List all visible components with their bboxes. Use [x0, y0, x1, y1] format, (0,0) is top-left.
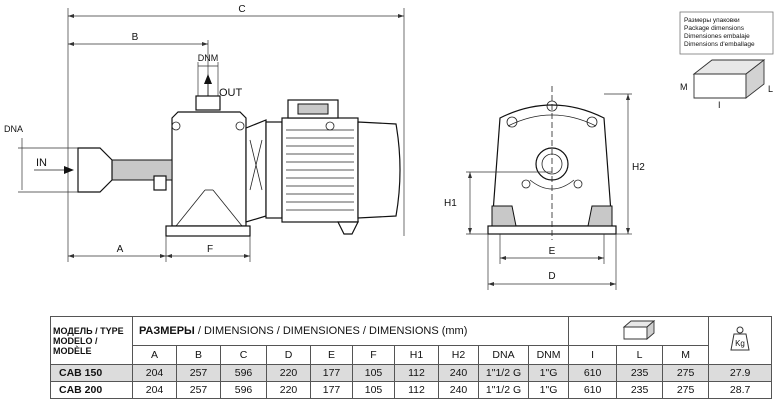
dim-label-f: F [207, 244, 213, 255]
col-header: C [220, 345, 267, 365]
table-cell: 235 [616, 364, 664, 382]
type-header-line-3: MODÈLE [53, 345, 92, 356]
package-line-4: Dimensions d'emballage [684, 41, 755, 48]
package-line-1: Размеры упаковки [684, 17, 740, 24]
col-header: L [616, 345, 664, 365]
pump-technical-drawing: C B DNM OUT DNA [4, 4, 774, 290]
front-view: H1 H2 E D [444, 86, 645, 290]
col-header: M [662, 345, 710, 365]
table-row: CAB 150 204 257 596 220 177 105 112 240 … [50, 364, 773, 382]
package-label-m: M [680, 82, 688, 92]
weight-icon: Kg [730, 326, 750, 351]
package-line-2: Package dimensions [684, 25, 745, 32]
dim-label-c: C [238, 4, 245, 15]
flow-label-in: IN [36, 157, 47, 169]
table-cell: 610 [568, 364, 618, 382]
package-icon-cell [568, 316, 710, 346]
package-label-i: I [718, 100, 721, 110]
dim-label-h2: H2 [632, 162, 645, 173]
dim-label-dna: DNA [4, 124, 23, 134]
type-header-line-1: МОДЕЛЬ / TYPE [53, 325, 124, 336]
table-cell: 105 [352, 364, 395, 382]
table-cell: 27.9 [708, 364, 773, 382]
table-cell: 257 [176, 364, 221, 382]
table-cell: 204 [132, 381, 177, 399]
model-name: CAB 150 [50, 364, 133, 382]
dim-label-b: B [132, 32, 139, 43]
dim-label-a: A [117, 244, 124, 255]
table-cell: 275 [662, 364, 710, 382]
col-header: D [266, 345, 311, 365]
table-cell: 112 [394, 381, 439, 399]
table-cell: 112 [394, 364, 439, 382]
motor-fins [286, 129, 354, 211]
dimensions-table: МОДЕЛЬ / TYPE MODELO / MODÈLE РАЗМЕРЫ / … [50, 316, 773, 399]
col-header: H1 [394, 345, 439, 365]
dim-label-e: E [549, 246, 556, 257]
table-cell: 220 [266, 381, 311, 399]
table-row: CAB 200 204 257 596 220 177 105 112 240 … [50, 381, 773, 399]
col-header: DNM [527, 345, 570, 365]
table-cell: 220 [266, 364, 311, 382]
col-header: F [352, 345, 395, 365]
table-cell: 596 [220, 364, 267, 382]
dim-label-dnm: DNM [198, 53, 219, 63]
weight-header: Kg [708, 316, 773, 365]
col-header: A [132, 345, 177, 365]
table-cell: 240 [438, 364, 479, 382]
table-cell: 105 [352, 381, 395, 399]
package-line-3: Dimensiones embalaje [684, 33, 750, 40]
package-box-icon [622, 319, 655, 340]
weight-icon-label: Kg [735, 339, 745, 348]
col-header: B [176, 345, 221, 365]
dimensions-header-rest: / DIMENSIONS / DIMENSIONES / DIMENSIONS … [194, 325, 468, 337]
package-dimensions-diagram: Размеры упаковки Package dimensions Dime… [679, 11, 774, 110]
table-cell: 28.7 [708, 381, 773, 399]
table-cell: 1"G [527, 364, 570, 382]
table-cell: 596 [220, 381, 267, 399]
table-cell: 1"1/2 G [478, 381, 529, 399]
table-cell: 257 [176, 381, 221, 399]
type-header-line-2: MODELO / [53, 335, 98, 346]
flow-label-out: OUT [219, 87, 243, 99]
col-header: DNA [478, 345, 529, 365]
dim-label-d: D [548, 271, 555, 282]
col-header: E [310, 345, 353, 365]
package-label-l: L [768, 84, 773, 94]
type-header: МОДЕЛЬ / TYPE MODELO / MODÈLE [50, 316, 133, 365]
dimensions-header: РАЗМЕРЫ / DIMENSIONS / DIMENSIONES / DIM… [131, 316, 570, 346]
table-cell: 177 [310, 381, 353, 399]
model-name: CAB 200 [50, 381, 133, 399]
table-cell: 204 [132, 364, 177, 382]
table-cell: 1"1/2 G [478, 364, 529, 382]
dim-label-h1: H1 [444, 198, 457, 209]
dimensions-header-bold: РАЗМЕРЫ [139, 325, 195, 337]
col-header: I [568, 345, 618, 365]
table-header-row: МОДЕЛЬ / TYPE MODELO / MODÈLE РАЗМЕРЫ / … [50, 316, 773, 365]
table-cell: 275 [662, 381, 710, 399]
table-cell: 177 [310, 364, 353, 382]
col-header: H2 [438, 345, 479, 365]
table-column-row: A B C D E F H1 H2 DNA DNM I L M [51, 345, 772, 365]
table-cell: 235 [616, 381, 664, 399]
table-cell: 1"G [527, 381, 570, 399]
table-cell: 610 [568, 381, 618, 399]
table-cell: 240 [438, 381, 479, 399]
side-view: C B DNM OUT DNA [4, 4, 405, 262]
